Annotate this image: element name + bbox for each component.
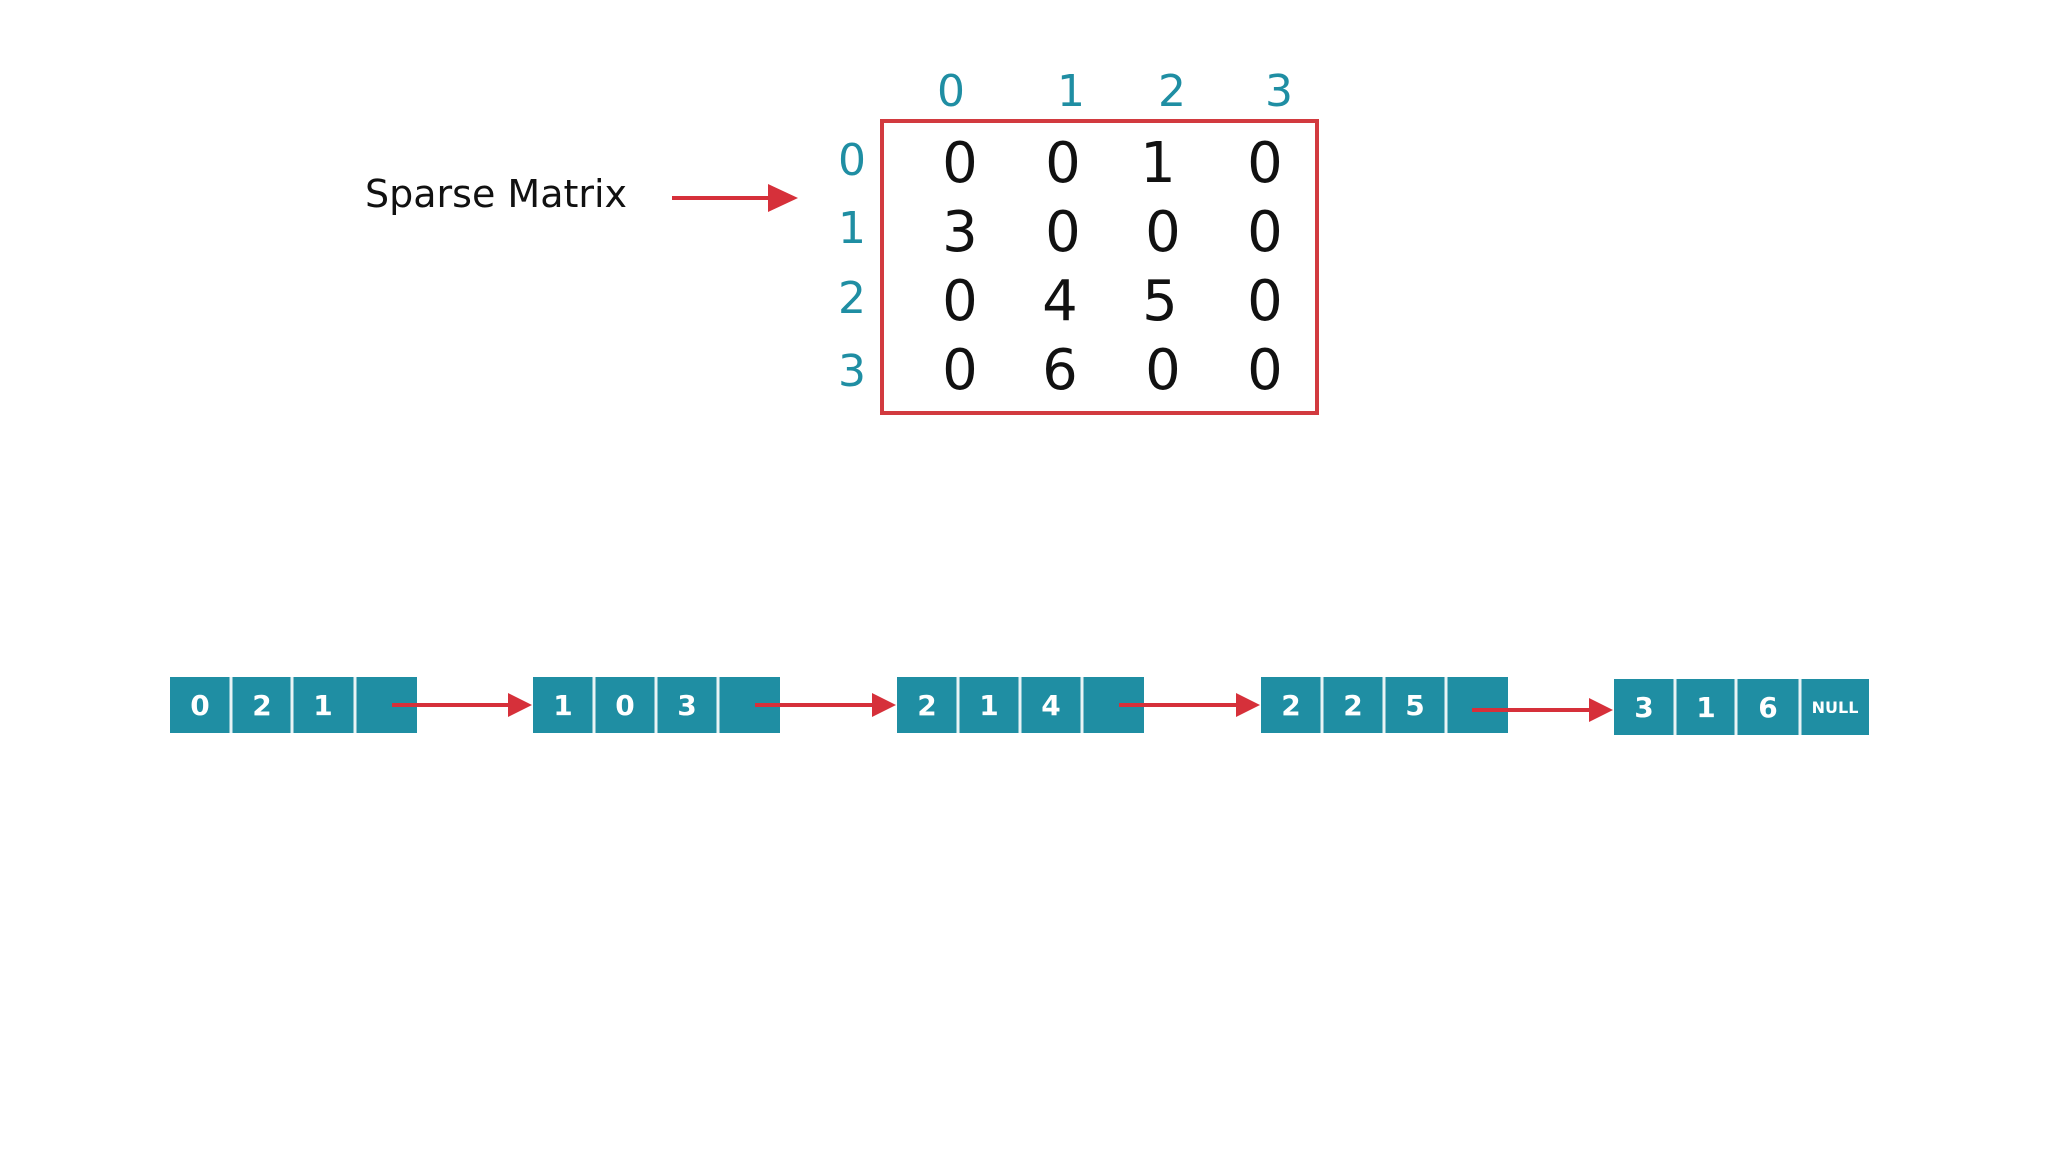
matrix-border: [880, 119, 1319, 415]
node-field-value: 4: [1041, 689, 1060, 722]
matrix-cell: 3: [942, 200, 978, 265]
col-header: 2: [1158, 66, 1186, 117]
next-arrow: [1472, 698, 1613, 722]
node-field-col: 1: [979, 689, 998, 722]
next-arrow: [1119, 693, 1260, 717]
node-field-row: 1: [553, 689, 572, 722]
matrix-cell: 6: [1042, 338, 1078, 403]
node-null-pointer: NULL: [1812, 698, 1859, 717]
matrix-cell: 0: [1145, 200, 1181, 265]
matrix-cell: 0: [1045, 200, 1081, 265]
next-arrow: [755, 693, 896, 717]
row-header: 2: [838, 273, 866, 324]
matrix-cell: 0: [1247, 338, 1283, 403]
node-field-value: 6: [1758, 691, 1777, 724]
node-field-value: 5: [1405, 689, 1424, 722]
matrix-cells: 0 0 1 0 3 0 0 0 0 4 5 0 0 6 0 0: [942, 131, 1283, 403]
node-body: [1614, 679, 1869, 735]
matrix-cell: 0: [1145, 338, 1181, 403]
row-header: 3: [838, 346, 866, 397]
node-field-col: 0: [615, 689, 634, 722]
label-arrow: [672, 184, 798, 212]
sparse-matrix-label: Sparse Matrix: [365, 172, 627, 216]
node-field-col: 2: [252, 689, 271, 722]
matrix-cell: 5: [1142, 269, 1178, 334]
matrix-cell: 0: [1247, 200, 1283, 265]
matrix-cell: 0: [1247, 269, 1283, 334]
row-headers: 0 1 2 3: [838, 135, 866, 397]
list-node: 2 2 5: [1261, 677, 1508, 733]
matrix-cell: 0: [1045, 131, 1081, 196]
linked-list: 0 2 1 1 0 3 2 1: [170, 677, 1869, 735]
list-node: 0 2 1: [170, 677, 417, 733]
col-header: 0: [937, 66, 965, 117]
node-field-row: 3: [1634, 691, 1653, 724]
row-header: 0: [838, 135, 866, 186]
list-node: 3 1 6 NULL: [1614, 679, 1869, 735]
node-field-row: 0: [190, 689, 209, 722]
matrix-cell: 0: [942, 269, 978, 334]
column-headers: 0 1 2 3: [937, 66, 1293, 117]
node-field-col: 1: [1696, 691, 1715, 724]
next-arrow: [392, 693, 532, 717]
matrix-cell: 0: [1247, 131, 1283, 196]
col-header: 3: [1265, 66, 1293, 117]
row-header: 1: [838, 203, 866, 254]
col-header: 1: [1057, 66, 1085, 117]
node-field-col: 2: [1343, 689, 1362, 722]
matrix-cell: 1: [1140, 131, 1176, 196]
matrix-cell: 0: [942, 131, 978, 196]
matrix-cell: 0: [942, 338, 978, 403]
node-field-row: 2: [917, 689, 936, 722]
node-field-row: 2: [1281, 689, 1300, 722]
node-field-value: 1: [313, 689, 332, 722]
list-node: 1 0 3: [533, 677, 780, 733]
matrix-cell: 4: [1042, 269, 1078, 334]
list-node: 2 1 4: [897, 677, 1144, 733]
node-field-value: 3: [677, 689, 696, 722]
